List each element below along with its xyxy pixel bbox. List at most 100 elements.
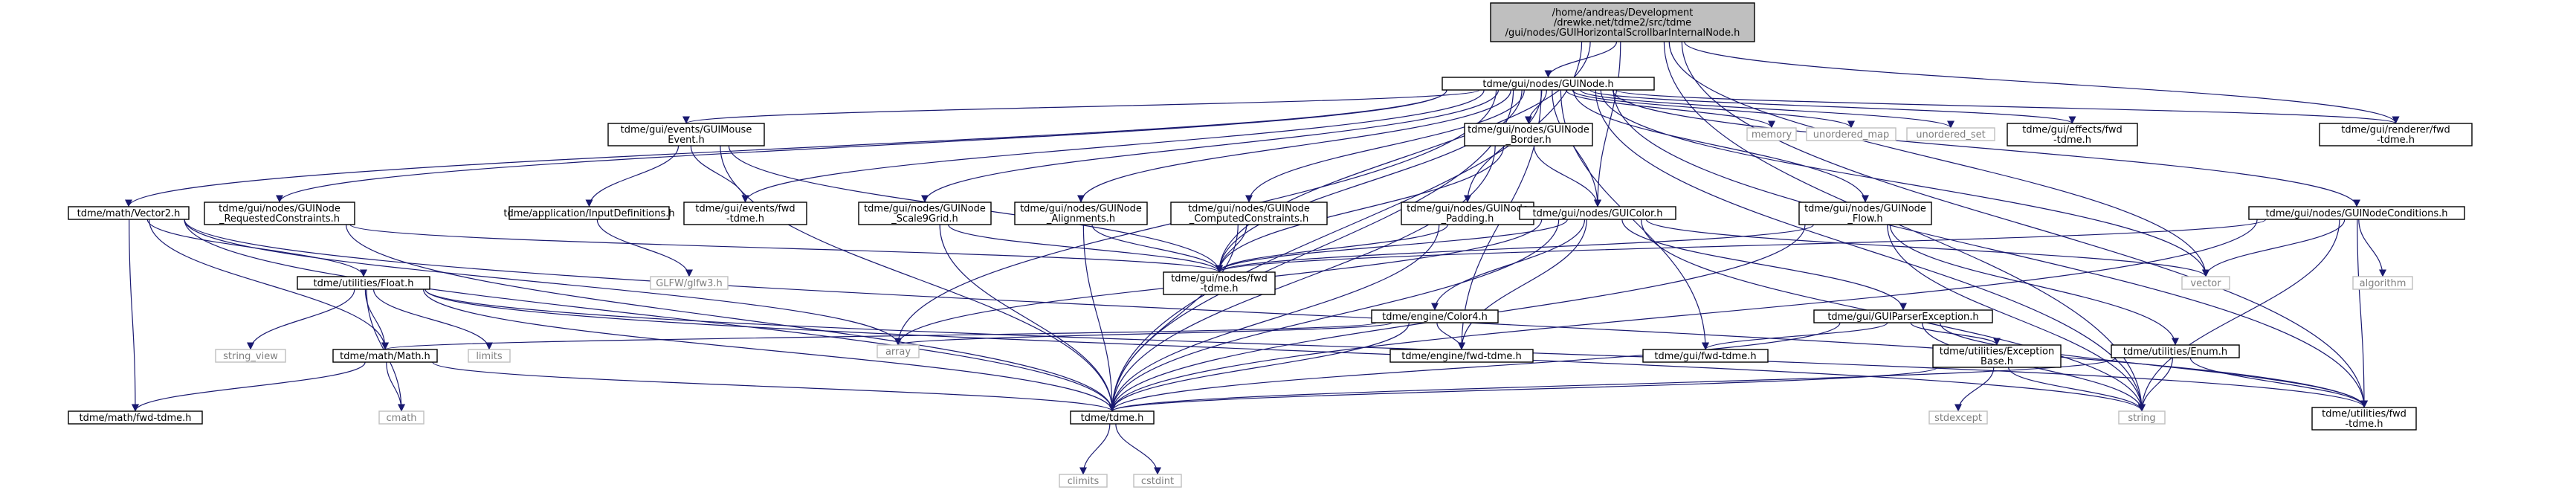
node-flow[interactable]: tdme/gui/nodes/GUINode_Flow.h (1798, 202, 1932, 225)
node-input_defs-label-line: tdme/application/InputDefinitions.h (503, 208, 674, 219)
node-padding-label-line: tdme/gui/nodes/GUINode (1407, 204, 1529, 215)
edge-guinode-to-scale9 (921, 89, 1500, 203)
edge-layer (125, 41, 2400, 475)
node-nodes_fwd[interactable]: tdme/gui/nodes/fwd-tdme.h (1163, 271, 1276, 295)
node-events_fwd-box (683, 202, 807, 225)
node-events_fwd[interactable]: tdme/gui/events/fwd-tdme.h (683, 202, 807, 225)
node-effects_fwd[interactable]: tdme/gui/effects/fwd-tdme.h (2007, 123, 2138, 146)
node-vector: vector (2181, 276, 2230, 290)
node-cstdint-box (1133, 474, 1182, 488)
edge-root-to-vector (1668, 41, 2209, 277)
edge-guicolor-to-parser_exc (1621, 219, 1907, 311)
node-scale9-box (858, 202, 992, 225)
node-guicolor[interactable]: tdme/gui/nodes/GUIColor.h (1519, 206, 1676, 220)
node-color4-box (1371, 309, 1499, 323)
node-string_view: string_view (215, 349, 286, 363)
edge-conditions-to-nodes_fwd (1216, 219, 2267, 273)
edge-input_defs-to-glfw (596, 219, 693, 277)
node-parser_exc[interactable]: tdme/gui/GUIParserException.h (1813, 309, 1993, 323)
edge-requested-to-tdme_h (346, 224, 1116, 412)
node-alignments-box (1014, 202, 1148, 225)
edge-root-to-guicolor (1594, 41, 1621, 207)
node-scale9[interactable]: tdme/gui/nodes/GUINode_Scale9Grid.h (858, 202, 992, 225)
node-computed-box (1170, 202, 1328, 225)
node-float[interactable]: tdme/utilities/Float.h (297, 276, 430, 290)
node-tdme_h[interactable]: tdme/tdme.h (1070, 410, 1155, 425)
edge-flow-to-enum (1889, 224, 2179, 346)
node-math[interactable]: tdme/math/Math.h (332, 349, 438, 363)
node-vector2[interactable]: tdme/math/Vector2.h (68, 206, 190, 220)
node-limits-box (468, 349, 511, 363)
edge-conditions-to-algorithm (2358, 219, 2386, 277)
node-engine_fwd[interactable]: tdme/engine/fwd-tdme.h (1389, 349, 1534, 363)
edge-padding-to-nodes_fwd (1216, 224, 1448, 273)
node-string: string (2118, 410, 2166, 425)
node-util_fwd[interactable]: tdme/utilities/fwd-tdme.h (2311, 407, 2417, 431)
node-requested[interactable]: tdme/gui/nodes/GUINode_RequestedConstrai… (204, 202, 355, 225)
node-stdexcept: stdexcept (1928, 410, 1988, 425)
node-conditions-label-line: tdme/gui/nodes/GUINodeConditions.h (2265, 208, 2447, 219)
edge-scale9-to-nodes_fwd (948, 224, 1223, 273)
node-root-box (1490, 2, 1755, 42)
node-algorithm-box (2352, 276, 2413, 290)
node-flow-label-line: _Flow.h (1847, 213, 1882, 225)
node-enum[interactable]: tdme/utilities/Enum.h (2111, 344, 2240, 358)
edge-float-to-string (425, 289, 2146, 412)
node-conditions[interactable]: tdme/gui/nodes/GUINodeConditions.h (2248, 206, 2465, 220)
node-float-label-line: tdme/utilities/Float.h (314, 278, 414, 289)
node-stdexcept-label-line: stdexcept (1934, 413, 1982, 424)
node-alignments[interactable]: tdme/gui/nodes/GUINode_Alignments.h (1014, 202, 1148, 225)
node-node_border[interactable]: tdme/gui/nodes/GUINode_Border.h (1464, 123, 1593, 146)
node-limits-label-line: limits (476, 351, 503, 362)
node-guinode[interactable]: tdme/gui/nodes/GUINode.h (1442, 77, 1655, 91)
node-glfw-box (650, 276, 729, 290)
node-scale9-label-line: tdme/gui/nodes/GUINode (864, 204, 986, 215)
node-exc_base-label-line: Base.h (1981, 356, 2013, 367)
node-math_fwd-box (68, 410, 203, 425)
edge-conditions-to-util_fwd (2357, 219, 2368, 408)
edge-conditions-to-tdme_h (1108, 219, 2258, 412)
edge-exc_base-to-tdme_h (1108, 367, 1938, 412)
node-flow-label-line: tdme/gui/nodes/GUINode (1804, 204, 1926, 215)
node-padding-box (1401, 202, 1534, 225)
edge-parser_exc-to-tdme_h (1108, 322, 1841, 412)
node-node_border-label-line: _Border.h (1505, 135, 1551, 146)
node-input_defs[interactable]: tdme/application/InputDefinitions.h (503, 206, 675, 220)
node-computed[interactable]: tdme/gui/nodes/GUINode_ComputedConstrain… (1170, 202, 1328, 225)
node-renderer_fwd[interactable]: tdme/gui/renderer/fwd-tdme.h (2319, 123, 2473, 146)
node-root[interactable]: /home/andreas/Development/drewke.net/tdm… (1490, 2, 1755, 42)
edge-guicolor-to-engine_fwd (1458, 219, 1587, 350)
node-guicolor-label-line: tdme/gui/nodes/GUIColor.h (1532, 208, 1662, 219)
node-climits-label-line: climits (1068, 476, 1100, 487)
node-engine_fwd-box (1389, 349, 1534, 363)
node-unordered_set-label-line: unordered_set (1916, 129, 1985, 141)
node-mouse_event-label-line: tdme/gui/events/GUIMouse (621, 125, 752, 136)
node-gui_fwd-box (1642, 349, 1769, 363)
node-events_fwd-label-line: tdme/gui/events/fwd (695, 204, 795, 215)
node-gui_fwd[interactable]: tdme/gui/fwd-tdme.h (1642, 349, 1769, 363)
node-padding[interactable]: tdme/gui/nodes/GUINode_Padding.h (1401, 202, 1534, 225)
node-enum-label-line: tdme/utilities/Enum.h (2123, 347, 2227, 358)
edge-node_border-to-guicolor (1533, 145, 1601, 207)
node-glfw: GLFW/glfw3.h (650, 276, 729, 290)
node-math_fwd[interactable]: tdme/math/fwd-tdme.h (68, 410, 203, 425)
node-algorithm-label-line: algorithm (2360, 278, 2406, 289)
edge-root-to-renderer_fwd (1684, 41, 2400, 124)
edge-float-to-util_fwd (425, 289, 2368, 408)
node-vector2-label-line: tdme/math/Vector2.h (77, 208, 181, 219)
node-nodes_fwd-box (1163, 271, 1276, 295)
node-math-box (332, 349, 438, 363)
edge-parser_exc-to-util_fwd (1940, 322, 2368, 408)
node-gui_fwd-label-line: tdme/gui/fwd-tdme.h (1654, 351, 1756, 362)
node-string-box (2118, 410, 2166, 425)
node-padding-label-line: _Padding.h (1441, 213, 1494, 225)
edge-guinode-to-flow (1573, 89, 1869, 203)
node-root-label-line: /home/andreas/Development (1552, 7, 1694, 19)
edge-guinode-to-computed (1245, 89, 1525, 203)
edge-color4-to-math (381, 322, 1377, 350)
edge-node_border-to-nodes_fwd (1216, 145, 1505, 273)
node-color4[interactable]: tdme/engine/Color4.h (1371, 309, 1499, 323)
node-input_defs-box (509, 206, 670, 220)
